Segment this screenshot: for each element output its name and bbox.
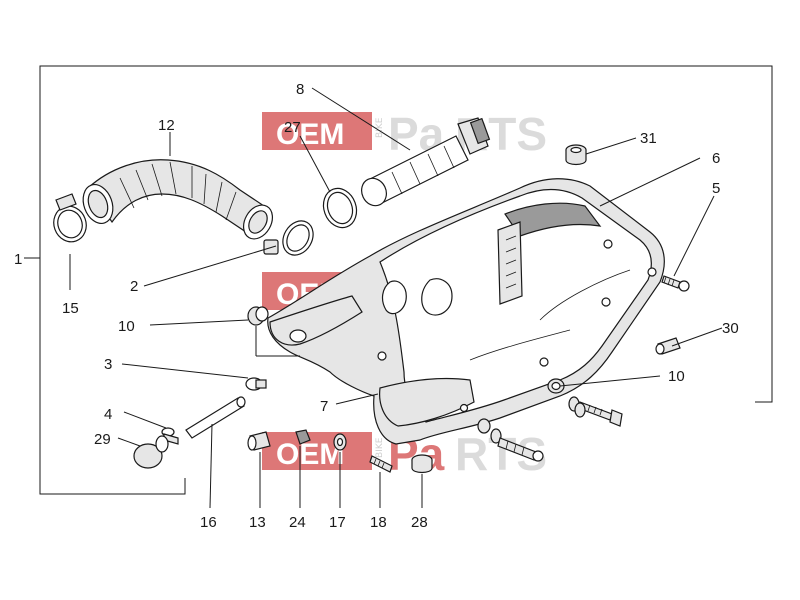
callout-13: 13 (249, 514, 266, 531)
callout-17: 17 (329, 514, 346, 531)
washer-17 (333, 433, 347, 451)
callout-27: 27 (284, 119, 301, 136)
bolt-short (497, 437, 544, 462)
callout-labels: 1 2 3 4 5 6 7 8 10 10 12 13 15 16 17 18 … (14, 81, 739, 531)
callout-2: 2 (130, 278, 138, 295)
air-filter-housing (267, 178, 665, 445)
callout-28: 28 (411, 514, 428, 531)
watermark-vertical: BIKE (375, 437, 385, 458)
housing-screw-hole (603, 239, 613, 249)
callout-3: 3 (104, 356, 112, 373)
callout-31: 31 (640, 130, 657, 147)
assembly-bracket (39, 65, 773, 495)
rubber-grommet-31 (565, 144, 587, 166)
callout-5: 5 (712, 180, 720, 197)
callout-15: 15 (62, 300, 79, 317)
watermark-vertical: BIKE (375, 117, 385, 138)
housing-screw-hole (377, 351, 387, 361)
screw-5 (661, 275, 690, 292)
hose-clamp-right (263, 220, 314, 256)
spacer-30 (655, 337, 681, 355)
snorkel-clamp (322, 187, 358, 229)
leader-lines (69, 87, 723, 509)
hose-clamp-3 (245, 377, 267, 391)
watermark-brand-left: OEM (276, 118, 344, 151)
nut-24 (295, 429, 311, 445)
bolt-long (577, 401, 623, 427)
callout-8: 8 (296, 81, 304, 98)
callout-6: 6 (712, 150, 720, 167)
bushing-10-right (547, 378, 565, 394)
callout-7: 7 (320, 398, 328, 415)
drain-hose-16 (185, 396, 246, 439)
bushing-10-left (247, 306, 269, 326)
callout-10-right: 10 (668, 368, 685, 385)
housing-screw-hole (601, 297, 611, 307)
housing-screw-hole (539, 357, 549, 367)
callout-16: 16 (200, 514, 217, 531)
watermark-brand-left: OEM (276, 438, 344, 471)
callout-10-left: 10 (118, 318, 135, 335)
intake-hose (82, 159, 274, 240)
housing-screw-hole (459, 403, 469, 413)
callout-12: 12 (158, 117, 175, 134)
watermark-top: OEM Pa RTS BIKE (262, 108, 547, 160)
housing-screw-hole (647, 267, 657, 277)
washers (477, 396, 586, 444)
cap-29 (133, 435, 169, 469)
callout-4: 4 (104, 406, 112, 423)
hose-clamp-left (53, 193, 87, 243)
grommet-28 (411, 454, 433, 474)
callout-29: 29 (94, 431, 111, 448)
bushing-13 (247, 431, 271, 451)
callout-24: 24 (289, 514, 306, 531)
callout-30: 30 (722, 320, 739, 337)
screw-18 (369, 455, 393, 473)
callout-1: 1 (14, 251, 22, 268)
callout-18: 18 (370, 514, 387, 531)
intake-snorkel (361, 117, 491, 207)
